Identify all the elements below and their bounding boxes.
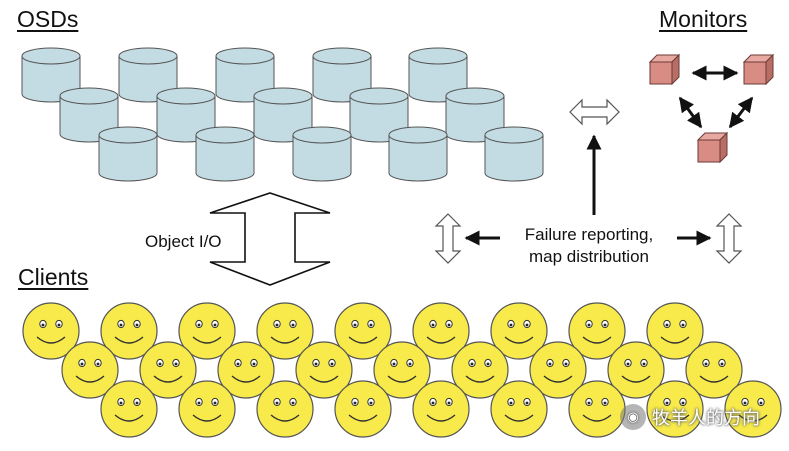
client-smiley — [256, 380, 314, 438]
monitor-link-left — [678, 96, 703, 129]
object-io-double-arrow — [209, 192, 331, 286]
client-smiley — [22, 302, 80, 360]
object-io-label: Object I/O — [145, 232, 222, 251]
client-smiley — [217, 341, 275, 399]
client-smiley — [685, 341, 743, 399]
client-smiley — [646, 302, 704, 360]
osd-group — [21, 47, 544, 182]
client-smiley — [256, 302, 314, 360]
client-smiley — [100, 380, 158, 438]
failure-label-line1: Failure reporting, — [524, 225, 654, 244]
client-smiley — [607, 341, 665, 399]
client-smiley — [178, 302, 236, 360]
osd-cylinder — [118, 47, 178, 103]
osd-cylinder — [484, 126, 544, 182]
failure-label-line2: map distribution — [528, 247, 649, 266]
osd-cylinder — [21, 47, 81, 103]
client-smiley — [334, 302, 392, 360]
client-smiley — [373, 341, 431, 399]
osd-cylinder — [388, 126, 448, 182]
osds-heading: OSDs — [17, 6, 79, 32]
client-smiley — [61, 341, 119, 399]
monitor-cube — [648, 53, 681, 86]
client-smiley — [568, 380, 626, 438]
hollow-vertical-double-arrow-right — [715, 213, 743, 264]
client-group — [22, 302, 782, 438]
monitors-heading: Monitors — [659, 6, 748, 32]
hollow-horizontal-double-arrow — [569, 98, 620, 126]
monitor-link-right — [728, 96, 754, 129]
client-smiley — [490, 380, 548, 438]
client-smiley — [178, 380, 236, 438]
client-smiley — [412, 302, 470, 360]
client-smiley — [529, 341, 587, 399]
client-smiley — [646, 380, 704, 438]
monitor-cube — [742, 53, 775, 86]
wechat-icon: ◉ — [620, 404, 646, 430]
hollow-vertical-double-arrow-left — [434, 213, 462, 264]
clients-heading: Clients — [18, 264, 89, 290]
osd-cylinder — [98, 126, 158, 182]
monitor-group — [648, 53, 775, 164]
client-smiley — [412, 380, 470, 438]
failure-reporting-label: Failure reporting, map distribution — [506, 224, 672, 268]
client-smiley — [490, 302, 548, 360]
watermark-text: 牧羊人的方向 — [652, 408, 760, 428]
client-smiley — [139, 341, 197, 399]
client-smiley — [100, 302, 158, 360]
client-smiley — [451, 341, 509, 399]
client-smiley — [568, 302, 626, 360]
monitor-cube — [696, 131, 729, 164]
client-smiley — [724, 380, 782, 438]
watermark: ◉ 牧羊人的方向 — [620, 402, 770, 432]
osd-cylinder — [195, 126, 255, 182]
client-smiley — [334, 380, 392, 438]
osd-cylinder — [292, 126, 352, 182]
client-smiley — [295, 341, 353, 399]
